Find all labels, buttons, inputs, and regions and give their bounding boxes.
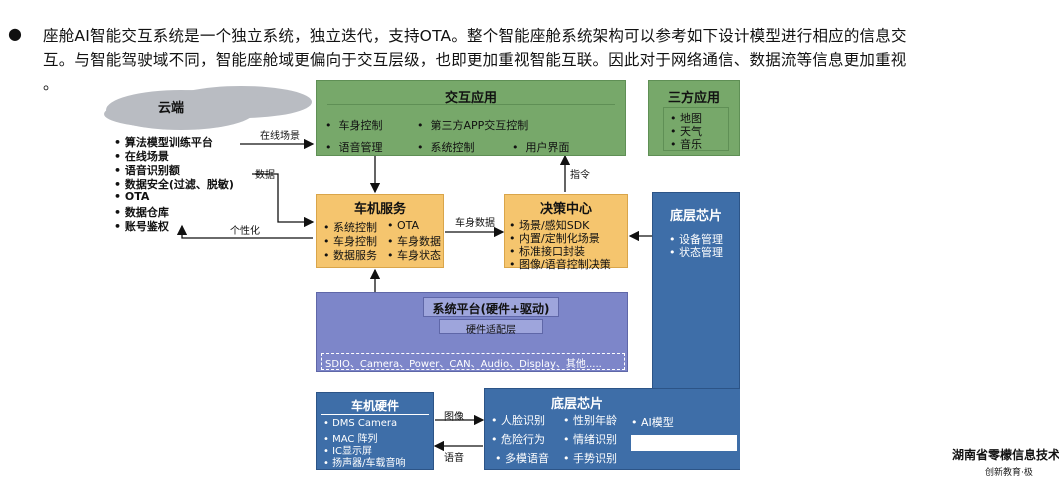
vehicle-service-item: 系统控制 (333, 221, 377, 234)
company-name: 湖南省零檬信息技术 (952, 448, 1059, 462)
hardware-adapter-box: 硬件适配层 (439, 319, 543, 336)
third-party-app-box: 三方应用 • 地图 • 天气 • 音乐 (648, 80, 740, 156)
interaction-item: 第三方APP交互控制 (430, 119, 529, 132)
cloud-item: 账号鉴权 (124, 220, 169, 233)
cloud-shape (106, 90, 256, 130)
cloud-item: OTA (124, 190, 150, 203)
decision-item: 场景/感知SDK (519, 219, 590, 232)
interaction-item: 车身控制 (338, 119, 383, 132)
chip-bottom-item: 人脸识别 (501, 414, 545, 427)
chip-bottom-item: 多模语音 (505, 452, 549, 465)
label-command: 指令 (570, 170, 590, 181)
chip-bottom-item: 手势识别 (573, 452, 617, 465)
cloud-title: 云端 (158, 101, 185, 116)
label-personalization: 个性化 (230, 226, 260, 237)
third-party-list: • 地图 • 天气 • 音乐 (663, 107, 729, 151)
label-body-data: 车身数据 (455, 218, 495, 229)
intro-line-3: 。 (43, 75, 59, 93)
interaction-item: 语音管理 (338, 141, 383, 154)
chip-bottom-item: AI模型 (641, 416, 674, 429)
chip-bottom-box: 底层芯片 • 人脸识别 • 性别年龄 • AI模型 • 危险行为 • 情绪识别 … (484, 388, 740, 470)
label-data: 数据 (255, 170, 275, 181)
hardware-item: MAC 阵列 (332, 434, 378, 445)
bullet-dot: ● (8, 24, 22, 43)
arrow-data (252, 173, 315, 228)
vehicle-hardware-title: 车机硬件 (350, 399, 399, 413)
label-voice: 语音 (444, 453, 464, 464)
platform-items: SDIO、Camera、Power、CAN、Audio、Display、其他..… (325, 359, 602, 370)
cloud-item: 语音识别额 (124, 164, 180, 177)
third-party-item: 音乐 (680, 138, 702, 151)
company-slogan: 创新教育·极 (985, 468, 1033, 478)
chip-top-title: 底层芯片 (669, 209, 722, 224)
third-party-item: 天气 (680, 125, 702, 138)
decision-center-box: 决策中心 • 场景/感知SDK • 内置/定制化场景 • 标准接口封装 • 图像… (504, 194, 628, 271)
decision-item: 图像/语音控制决策 (519, 258, 611, 271)
system-platform-title: 系统平台(硬件+驱动) (432, 302, 550, 316)
chip-bottom-item: 情绪识别 (573, 433, 617, 446)
intro-line-1: 座舱AI智能交互系统是一个独立系统，独立迭代，支持OTA。整个智能座舱系统架构可… (43, 27, 907, 45)
decision-center-title: 决策中心 (539, 202, 592, 217)
vehicle-service-item: 车身状态 (397, 249, 441, 262)
vehicle-service-item: 数据服务 (333, 249, 377, 262)
system-platform-header: 系统平台(硬件+驱动) (423, 297, 559, 317)
decision-item: 标准接口封装 (519, 245, 585, 258)
chip-bottom-item: 性别年龄 (573, 414, 617, 427)
vehicle-service-box: 车机服务 • 系统控制 • OTA • 车身控制 • 车身数据 • 数据服务 •… (316, 194, 444, 268)
arrow-personalization (176, 224, 313, 239)
interaction-divider (327, 104, 615, 105)
interaction-item: 用户界面 (525, 141, 570, 154)
platform-items-box: SDIO、Camera、Power、CAN、Audio、Display、其他..… (321, 353, 625, 370)
chip-bottom-item: 危险行为 (501, 433, 545, 446)
chip-top-item: 设备管理 (679, 233, 723, 246)
redaction-block (631, 435, 737, 451)
system-platform-box: 系统平台(硬件+驱动) 硬件适配层 SDIO、Camera、Power、CAN、… (316, 292, 628, 372)
cloud-item: 数据仓库 (124, 206, 169, 219)
cloud-item: 数据安全(过滤、脱敏) (124, 178, 234, 191)
chip-bottom-title: 底层芯片 (551, 397, 604, 412)
vehicle-service-item: 车身数据 (397, 235, 441, 248)
third-party-title: 三方应用 (667, 91, 720, 106)
third-party-item: 地图 (680, 112, 702, 125)
interaction-item: 系统控制 (430, 141, 475, 154)
hardware-divider (321, 414, 429, 415)
interaction-app-box: 交互应用 • 车身控制 • 第三方APP交互控制 • 语音管理 • 系统控制 •… (316, 80, 626, 156)
vehicle-hardware-box: 车机硬件 • DMS Camera • MAC 阵列 • IC显示屏 • 扬声器… (316, 392, 434, 470)
decision-item: 内置/定制化场景 (519, 232, 600, 245)
arrow-layer (176, 138, 652, 452)
label-online-scene: 在线场景 (260, 131, 300, 142)
chip-top-item: 状态管理 (679, 246, 723, 259)
architecture-diagram: 云端 • 算法模型训练平台 • 在线场景 • 语音识别额 • 数据安全(过滤、脱… (100, 74, 745, 472)
vehicle-service-item: 车身控制 (333, 235, 377, 248)
hardware-item: 扬声器/车载音响 (332, 458, 406, 469)
cloud-item: 在线场景 (124, 150, 169, 163)
hardware-item: DMS Camera (332, 418, 398, 429)
vehicle-service-item: OTA (397, 219, 420, 232)
intro-line-2: 互。与智能驾驶域不同，智能座舱域更偏向于交互层级，也即更加重视智能互联。因此对于… (43, 51, 907, 69)
label-image: 图像 (444, 412, 464, 423)
vehicle-service-title: 车机服务 (353, 202, 406, 217)
cloud-item: 算法模型训练平台 (124, 136, 213, 149)
interaction-app-title: 交互应用 (444, 91, 497, 106)
hardware-item: IC显示屏 (332, 446, 373, 457)
hardware-adapter-label: 硬件适配层 (466, 325, 516, 336)
